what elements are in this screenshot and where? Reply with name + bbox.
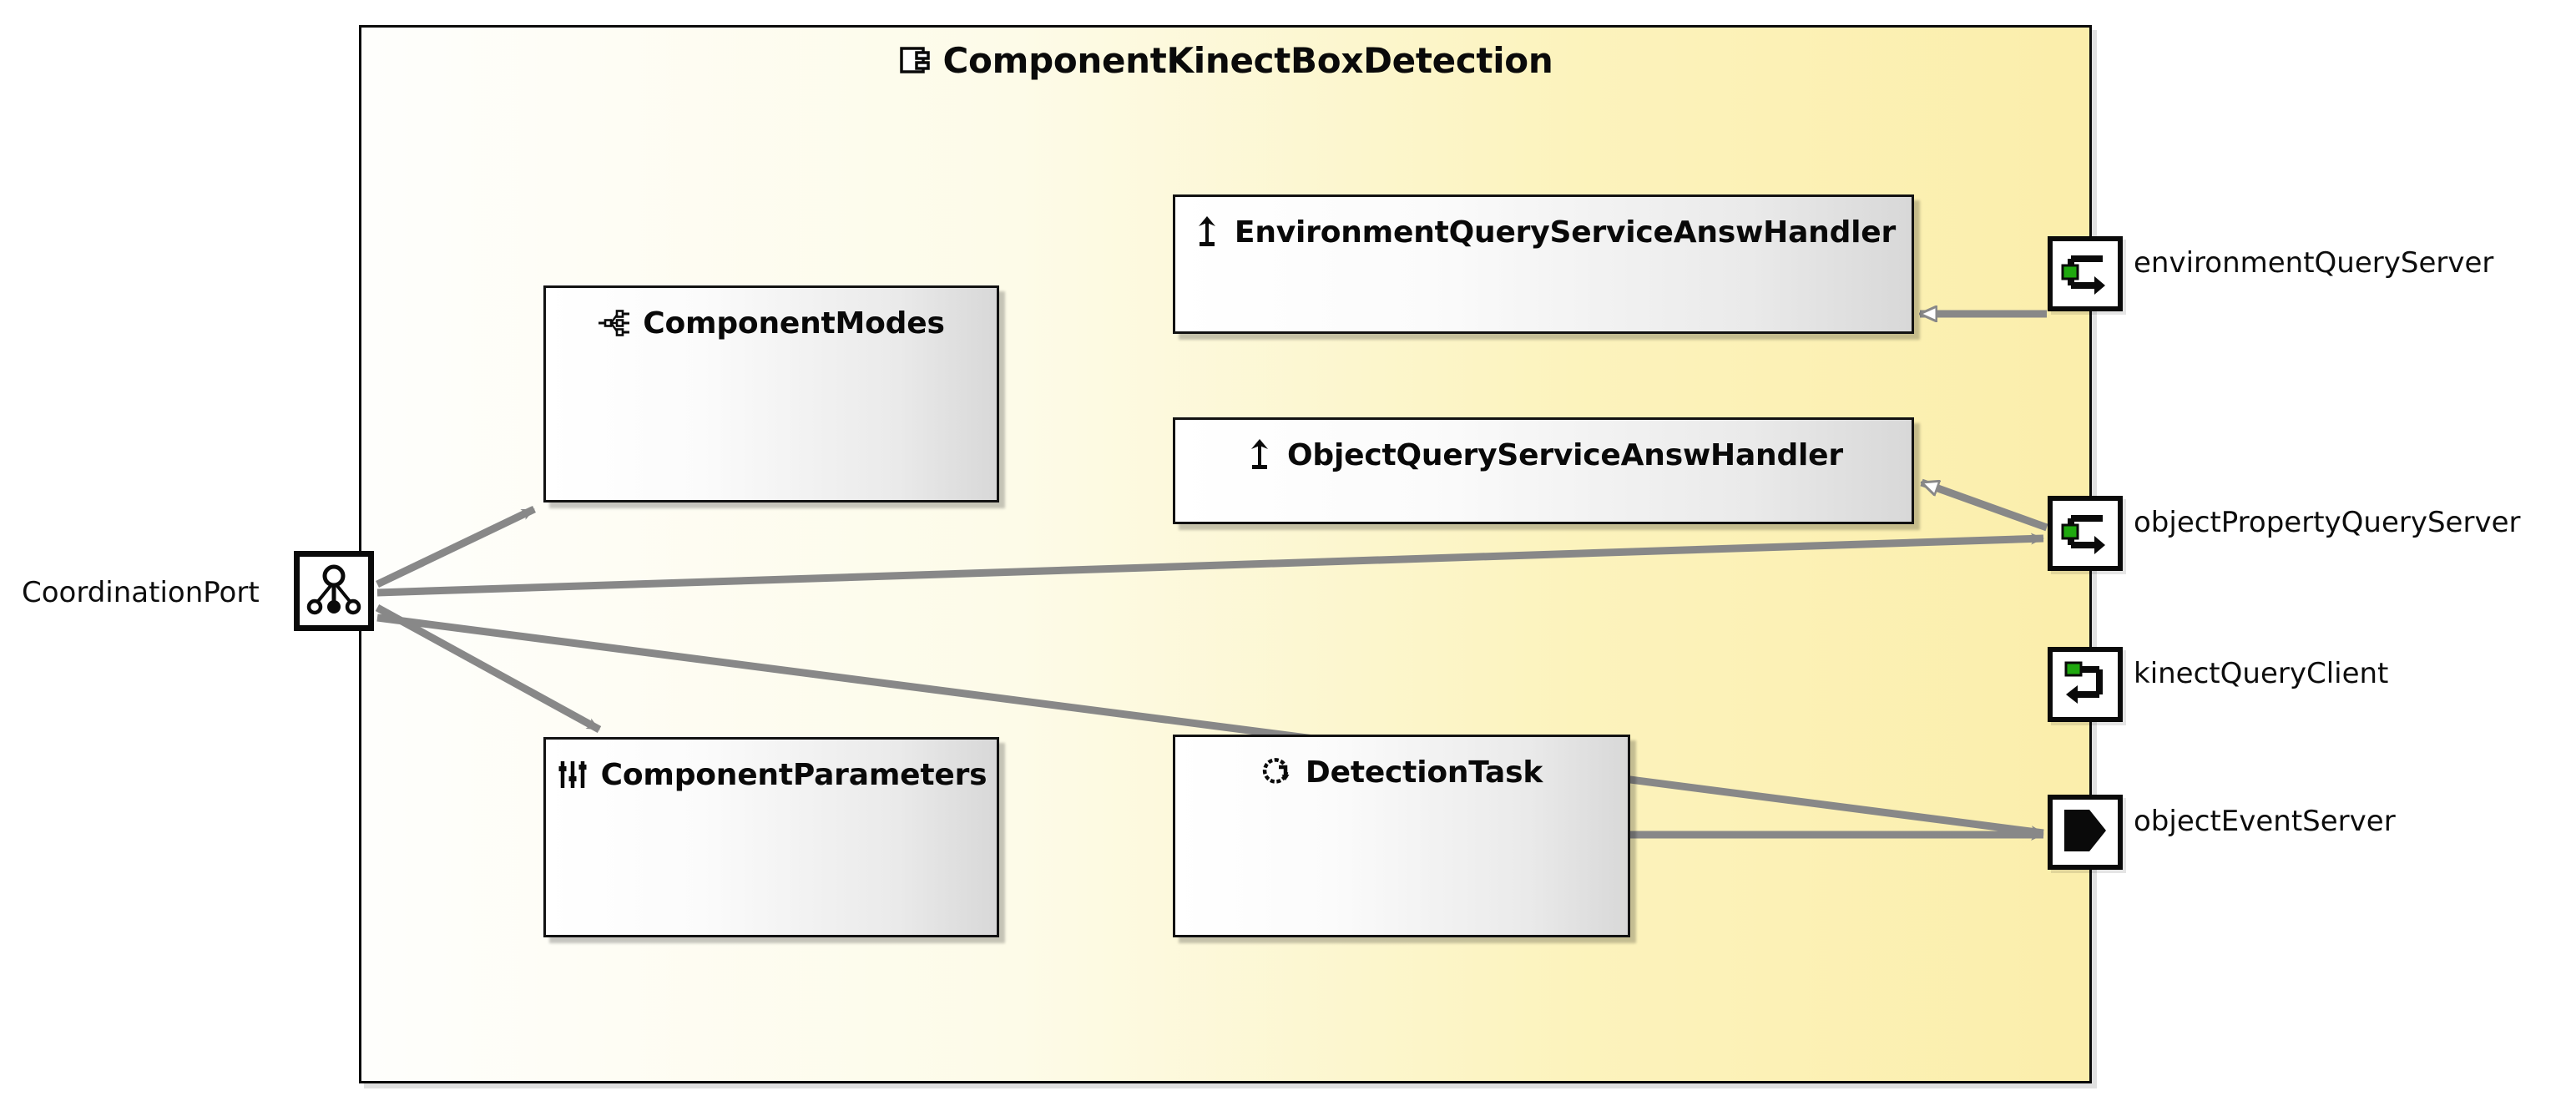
inner-box-component-parameters[interactable]: ComponentParameters xyxy=(543,737,999,937)
coordination-port[interactable] xyxy=(294,551,374,631)
port-label-object-property-query-server: objectPropertyQueryServer xyxy=(2134,506,2521,539)
up-arrow-icon xyxy=(1191,214,1223,250)
inner-box-header: ObjectQueryServiceAnswHandler xyxy=(1175,420,1912,490)
coordination-port-label: CoordinationPort xyxy=(22,576,260,609)
port-label-kinect-query-client: kinectQueryClient xyxy=(2134,657,2389,690)
inner-box-component-modes[interactable]: ComponentModes xyxy=(543,285,999,502)
request-response-server-icon xyxy=(2058,504,2113,563)
inner-box-object-query-service-answ-handler[interactable]: ObjectQueryServiceAnswHandler xyxy=(1173,417,1914,524)
component-title: ComponentKinectBoxDetection xyxy=(359,40,2092,85)
port-object-property-query-server[interactable] xyxy=(2048,496,2123,571)
port-label-object-event-server: objectEventServer xyxy=(2134,805,2396,838)
inner-box-header: ComponentModes xyxy=(546,288,997,358)
inner-box-header: ComponentParameters xyxy=(546,740,997,810)
coordination-hierarchy-icon xyxy=(305,560,363,622)
state-machine-icon xyxy=(598,306,631,340)
inner-box-label: ObjectQueryServiceAnswHandler xyxy=(1287,437,1843,472)
task-cycle-icon xyxy=(1260,755,1294,789)
inner-box-label: EnvironmentQueryServiceAnswHandler xyxy=(1234,215,1897,250)
inner-box-label: ComponentModes xyxy=(643,306,945,341)
inner-box-environment-query-service-answ-handler[interactable]: EnvironmentQueryServiceAnswHandler xyxy=(1173,194,1914,334)
inner-box-detection-task[interactable]: DetectionTask xyxy=(1173,735,1630,937)
up-arrow-icon xyxy=(1244,437,1275,473)
component-icon xyxy=(898,43,932,85)
port-label-environment-query-server: environmentQueryServer xyxy=(2134,246,2494,280)
component-title-text: ComponentKinectBoxDetection xyxy=(942,40,1553,81)
inner-box-label: DetectionTask xyxy=(1305,755,1543,790)
port-object-event-server[interactable] xyxy=(2048,795,2123,870)
inner-box-header: EnvironmentQueryServiceAnswHandler xyxy=(1175,197,1912,267)
request-response-client-icon xyxy=(2058,655,2113,714)
sliders-icon xyxy=(556,758,589,791)
port-kinect-query-client[interactable] xyxy=(2048,647,2123,722)
request-response-server-icon xyxy=(2058,245,2113,303)
port-environment-query-server[interactable] xyxy=(2048,236,2123,311)
event-server-icon xyxy=(2059,805,2111,860)
inner-box-label: ComponentParameters xyxy=(600,757,987,792)
inner-box-header: DetectionTask xyxy=(1175,737,1628,807)
